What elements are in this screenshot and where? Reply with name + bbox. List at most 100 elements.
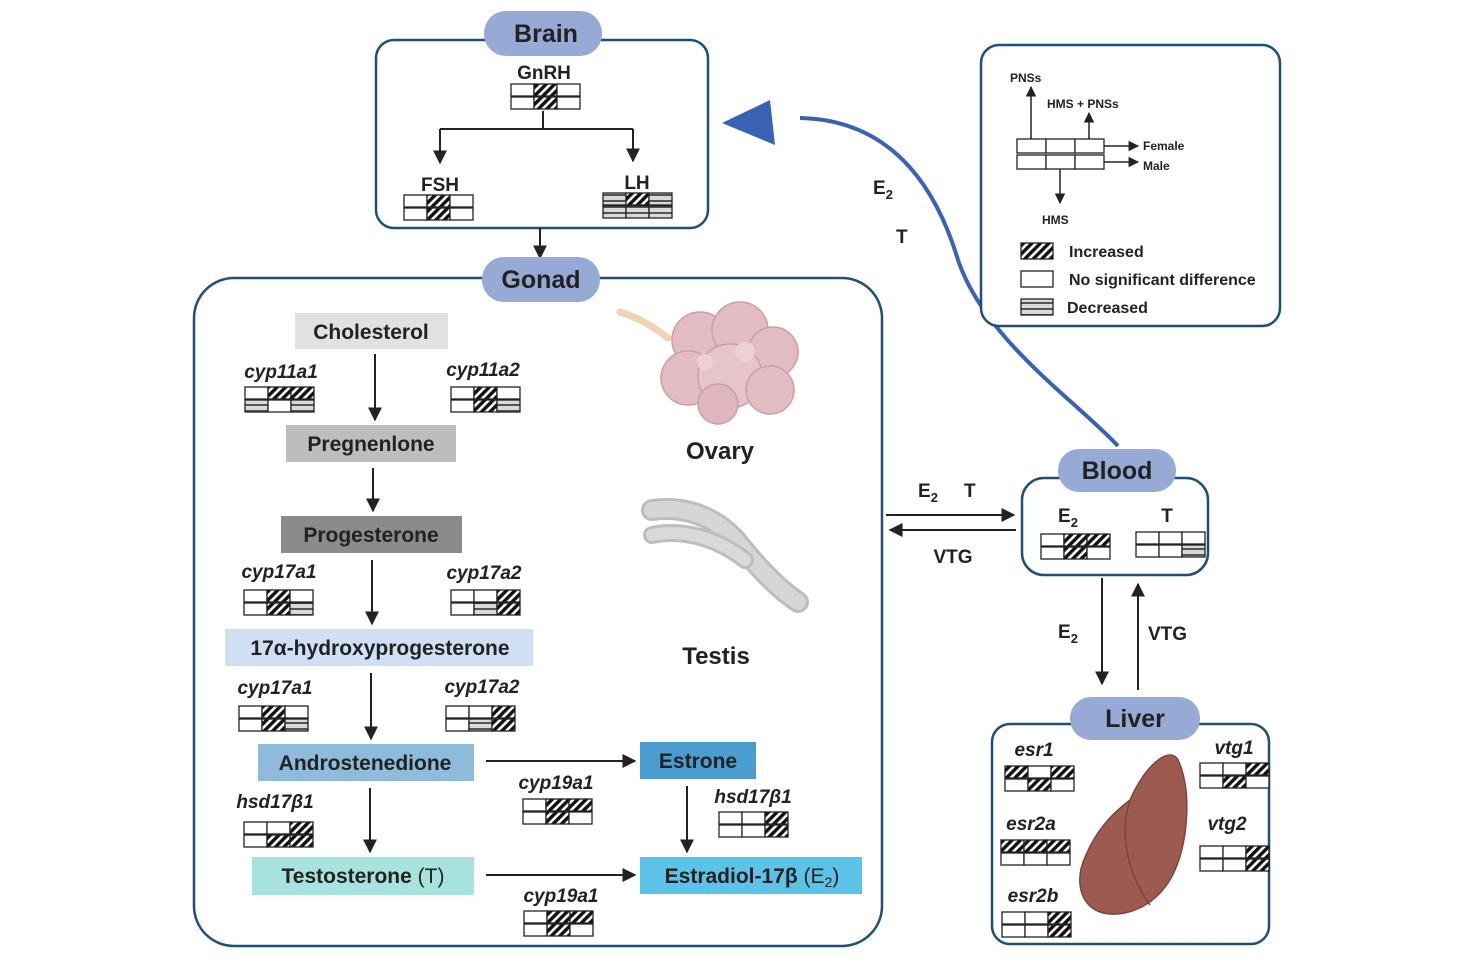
female-cell-2: [741, 811, 766, 825]
vtg2-expression-grid: [1199, 845, 1270, 872]
cyp11a1-label: cyp11a1: [244, 362, 318, 383]
legend-pnss: PNSs: [1010, 71, 1042, 85]
male-cell-2: [473, 602, 498, 616]
male-cell-3: [648, 205, 673, 219]
female-cell-2: [267, 386, 292, 400]
female-cell-1: [403, 194, 428, 208]
esr1-expression-grid: [1004, 765, 1075, 792]
brain-pill: [484, 11, 602, 56]
pregnenolone-label: Pregnenlone: [307, 433, 434, 456]
male-cell-2: [266, 602, 291, 616]
male-cell-2: [1158, 544, 1183, 558]
female-cell-1: [1000, 839, 1025, 853]
male-cell-3: [1047, 924, 1072, 938]
hsd17b1-expression-grid-1: [243, 821, 314, 848]
pregnenolone-box: [286, 425, 456, 462]
male-cell-2: [267, 399, 292, 413]
legend-swatch-decreased: [1020, 298, 1054, 316]
arrow-blood-brain-head: [722, 100, 775, 145]
female-cell-2: [1222, 845, 1247, 859]
female-cell-3: [569, 910, 594, 924]
cyp11a1-expression-grid: [244, 386, 315, 413]
gnrh-expression-grid: [510, 83, 581, 110]
cholesterol-label: Cholesterol: [313, 321, 429, 344]
legend-no-diff: No significant difference: [1069, 272, 1256, 289]
legend-swatch-no-diff: [1020, 270, 1054, 288]
ovary-label: Ovary: [686, 438, 755, 465]
male-cell-3: [289, 602, 314, 616]
female-cell-3: [496, 386, 521, 400]
legend-swatch-increased: [1020, 242, 1054, 260]
blood-brain-t-label: T: [896, 227, 908, 248]
female-cell-2: [1063, 533, 1088, 547]
male-cell-1: [1001, 924, 1026, 938]
female-cell-1: [1199, 845, 1224, 859]
male-cell-3: [290, 399, 315, 413]
male-cell-1: [1199, 775, 1224, 789]
cyp19a1-label-1: cyp19a1: [518, 773, 593, 794]
liver-title: Liver: [1105, 705, 1165, 733]
male-cell-1: [510, 96, 535, 110]
female-cell-1: [602, 192, 627, 206]
female-cell-3: [648, 192, 673, 206]
brain-title: Brain: [514, 20, 578, 48]
arrow-blood-brain: [799, 116, 1120, 448]
blood-e2-expression-grid: [1040, 533, 1111, 560]
male-cell-3: [1086, 546, 1111, 560]
male-cell-2: [1024, 924, 1049, 938]
male-cell-3: [491, 718, 516, 732]
male-cell-3: [284, 718, 309, 732]
legend-panel: [979, 43, 1282, 328]
male-cell-2: [1023, 852, 1048, 866]
female-cell-3: [496, 589, 521, 603]
blood-panel: [1020, 476, 1210, 577]
female-cell-1: [243, 589, 268, 603]
male-cell-3: [1046, 852, 1071, 866]
male-cell-1: [1040, 546, 1065, 560]
cyp17a1-expression-grid-1: [243, 589, 314, 616]
gonad-title: Gonad: [501, 266, 580, 294]
ovary-illustration: [616, 301, 799, 425]
cyp19a1-expression-grid-2: [523, 910, 594, 937]
male-cell-2: [1063, 546, 1088, 560]
male-cell-1: [445, 718, 470, 732]
male-cell-2: [1222, 775, 1247, 789]
female-cell-1: [450, 386, 475, 400]
female-cell-3: [1046, 839, 1071, 853]
cyp17a2-expression-grid-1: [450, 589, 521, 616]
esr2b-expression-grid: [1001, 911, 1072, 938]
male-cell-2: [468, 718, 493, 732]
cyp11a2-expression-grid: [450, 386, 521, 413]
female-cell-2: [545, 798, 570, 812]
esr2a-label: esr2a: [1006, 814, 1056, 835]
male-cell-3: [289, 834, 314, 848]
hydroxyprogesterone-box: [225, 629, 533, 666]
fsh-label: FSH: [421, 175, 459, 196]
cholesterol-box: [295, 313, 448, 349]
male-cell-2: [1222, 858, 1247, 872]
male-cell-1: [718, 824, 743, 838]
male-cell-2: [473, 399, 498, 413]
female-cell-3: [1181, 531, 1206, 545]
female-cell-1: [522, 798, 547, 812]
male-cell-1: [602, 205, 627, 219]
gonad-pill: [482, 257, 600, 302]
male-cell-3: [556, 96, 581, 110]
female-cell-2: [261, 705, 286, 719]
cyp17a1-label-1: cyp17a1: [241, 562, 316, 583]
male-cell-3: [1245, 775, 1270, 789]
female-cell-1: [718, 811, 743, 825]
testosterone-box: [252, 857, 474, 895]
blood-t-label: T: [1161, 506, 1173, 527]
female-cell-1: [1135, 531, 1160, 545]
blood-liver-e2-label: E2: [1058, 622, 1078, 646]
male-cell-3: [1245, 858, 1270, 872]
male-cell-1: [243, 602, 268, 616]
liver-pill: [1070, 697, 1200, 740]
male-cell-1: [450, 399, 475, 413]
female-cell-2: [1024, 911, 1049, 925]
male-cell-2: [625, 205, 650, 219]
vtg2-label: vtg2: [1207, 814, 1247, 835]
progesterone-label: Progesterone: [303, 524, 438, 547]
